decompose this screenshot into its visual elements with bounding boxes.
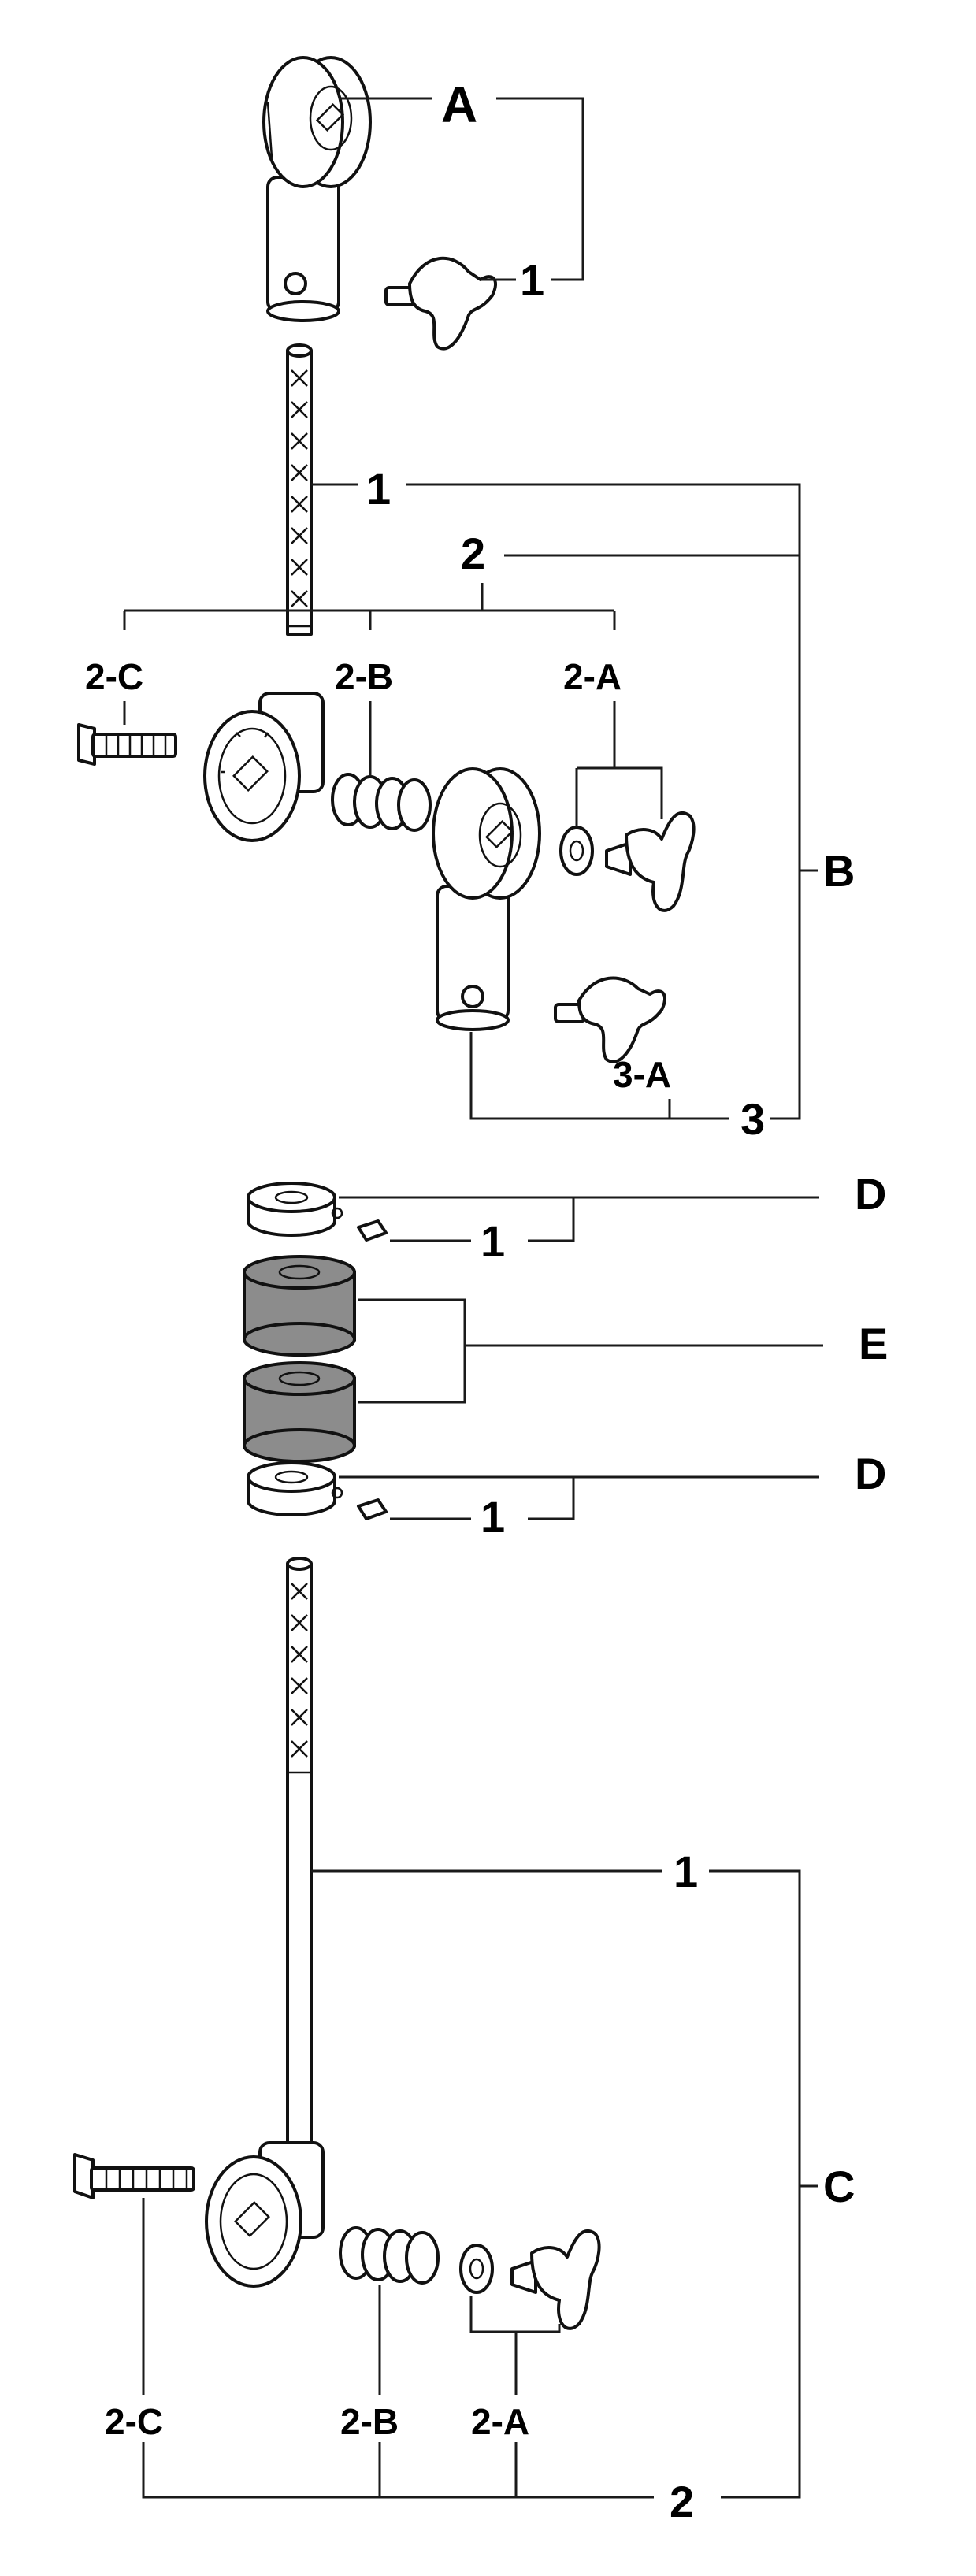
label-b-2: 2 (461, 529, 485, 578)
label-c: C (823, 2162, 855, 2211)
clamp-head-a (262, 56, 372, 322)
label-d-lower: D (855, 1449, 886, 1498)
washer-2a-c (459, 2244, 494, 2294)
label-b-3: 3 (740, 1094, 765, 1144)
bolt-2c-c (73, 2153, 195, 2199)
label-b-2b: 2-B (335, 656, 393, 697)
label-a: A (441, 76, 477, 133)
wing-knob-2a-b (605, 811, 696, 912)
assembly-e: E (243, 1255, 888, 1463)
assembly-d-upper: D 1 (247, 1169, 886, 1266)
clamp-body-b (203, 692, 325, 842)
label-b-2c: 2-C (85, 656, 143, 697)
label-b-3a: 3-A (613, 1054, 671, 1095)
label-c-1: 1 (674, 1847, 698, 1896)
label-d-lower-1: 1 (481, 1492, 505, 1542)
assembly-c: 1 C 2-C 2-B 2-A 2 (73, 1557, 855, 2526)
label-d-upper-1: 1 (481, 1216, 505, 1266)
bolt-2c-b (77, 723, 177, 766)
wing-screw-3a-b (554, 976, 666, 1063)
clamp-head-b (432, 767, 541, 1031)
label-c-2c: 2-C (105, 2401, 163, 2442)
assembly-d-lower: D 1 (247, 1449, 886, 1542)
spring-2b-c (339, 2226, 440, 2285)
label-e: E (859, 1319, 888, 1368)
label-a-1: 1 (520, 255, 544, 305)
label-c-2b: 2-B (340, 2401, 399, 2442)
wing-screw-a (384, 256, 497, 351)
clamp-body-c (205, 2141, 325, 2288)
label-c-2a: 2-A (471, 2401, 529, 2442)
rod-b (286, 343, 313, 636)
spring-2b-b (331, 773, 432, 832)
wing-knob-2a-c (510, 2229, 601, 2330)
label-c-2: 2 (670, 2477, 694, 2526)
label-b-2a: 2-A (563, 656, 622, 697)
assembly-a: A 1 (262, 56, 584, 351)
assembly-b: 1 2 2-C 2-B 2-A B 3-A 3 (77, 343, 855, 1144)
label-d-upper: D (855, 1169, 886, 1219)
rod-c (286, 1557, 313, 2148)
label-b: B (823, 846, 855, 896)
label-b-1: 1 (366, 464, 391, 514)
washer-2a-b (559, 826, 594, 876)
